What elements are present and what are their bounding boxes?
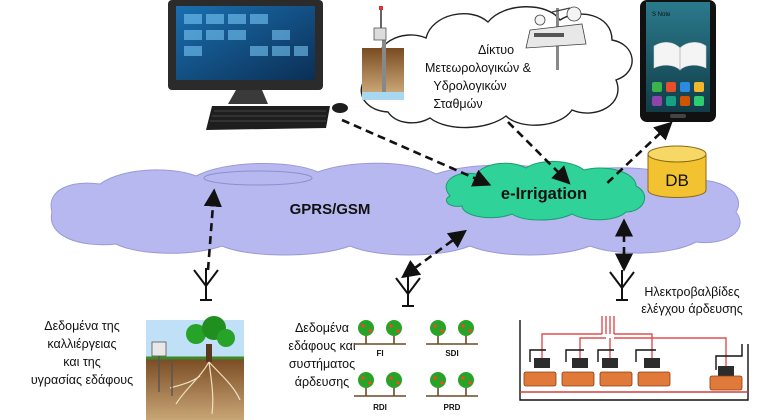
svg-text:υγρασίας εδάφους: υγρασίας εδάφους (31, 373, 133, 387)
computer-icon (168, 0, 348, 130)
svg-text:Ηλεκτροβαλβίδες: Ηλεκτροβαλβίδες (644, 285, 739, 299)
svg-text:PRD: PRD (444, 403, 461, 412)
svg-text:FI: FI (376, 349, 383, 358)
svg-text:Υδρολογικών: Υδρολογικών (433, 79, 506, 93)
irrigation-methods: FI SDI RDI (354, 320, 478, 412)
network-label: GPRS/GSM (290, 201, 371, 218)
svg-text:Μετεωρολογικών &: Μετεωρολογικών & (425, 61, 532, 75)
svg-text:DB: DB (665, 171, 689, 190)
svg-text:Σταθμών: Σταθμών (433, 97, 482, 111)
svg-text:άρδευσης: άρδευσης (295, 375, 349, 389)
weather-station-icon (525, 6, 587, 70)
antenna-icon-valves (609, 270, 635, 301)
svg-text:Δεδομένα της: Δεδομένα της (44, 319, 119, 333)
svg-text:και της: και της (63, 355, 101, 369)
svg-text:συστήματος: συστήματος (289, 357, 355, 371)
data-flow-arrows (203, 118, 673, 279)
svg-text:Δεδομένα: Δεδομένα (295, 321, 349, 335)
antenna-icon-crop (193, 268, 219, 301)
valves-label: Ηλεκτροβαλβίδες ελέγχου άρδευσης (641, 285, 743, 316)
hub-label: e-Irrigation (501, 185, 587, 203)
soil-data-label: Δεδομένα εδάφους και συστήματος άρδευσης (288, 321, 355, 389)
svg-text:RDI: RDI (373, 403, 387, 412)
svg-text:εδάφους και: εδάφους και (288, 339, 355, 353)
svg-text:SDI: SDI (445, 349, 458, 358)
stations-label: Δίκτυο Μετεωρολογικών & Υδρολογικών Σταθ… (425, 43, 532, 111)
e-irrigation-cloud (445, 160, 646, 221)
database-icon: DB (647, 145, 707, 198)
svg-text:καλλιέργειας: καλλιέργειας (47, 337, 116, 351)
smartphone-icon: S Note (640, 0, 716, 122)
svg-text:ελέγχου άρδευσης: ελέγχου άρδευσης (641, 302, 743, 316)
antenna-icon-soil (395, 276, 421, 307)
method-fi: FI (354, 320, 406, 358)
crop-data-label: Δεδομένα της καλλιέργειας και της υγρασί… (31, 319, 133, 387)
method-sdi: SDI (426, 320, 478, 358)
valve-network (519, 316, 749, 401)
soil-probe-icon (362, 6, 404, 100)
method-rdi: RDI (354, 372, 406, 412)
svg-text:S Note: S Note (652, 12, 671, 18)
crop-moisture-panel (146, 316, 244, 420)
method-prd: PRD (426, 372, 478, 412)
svg-text:Δίκτυο: Δίκτυο (478, 43, 514, 57)
